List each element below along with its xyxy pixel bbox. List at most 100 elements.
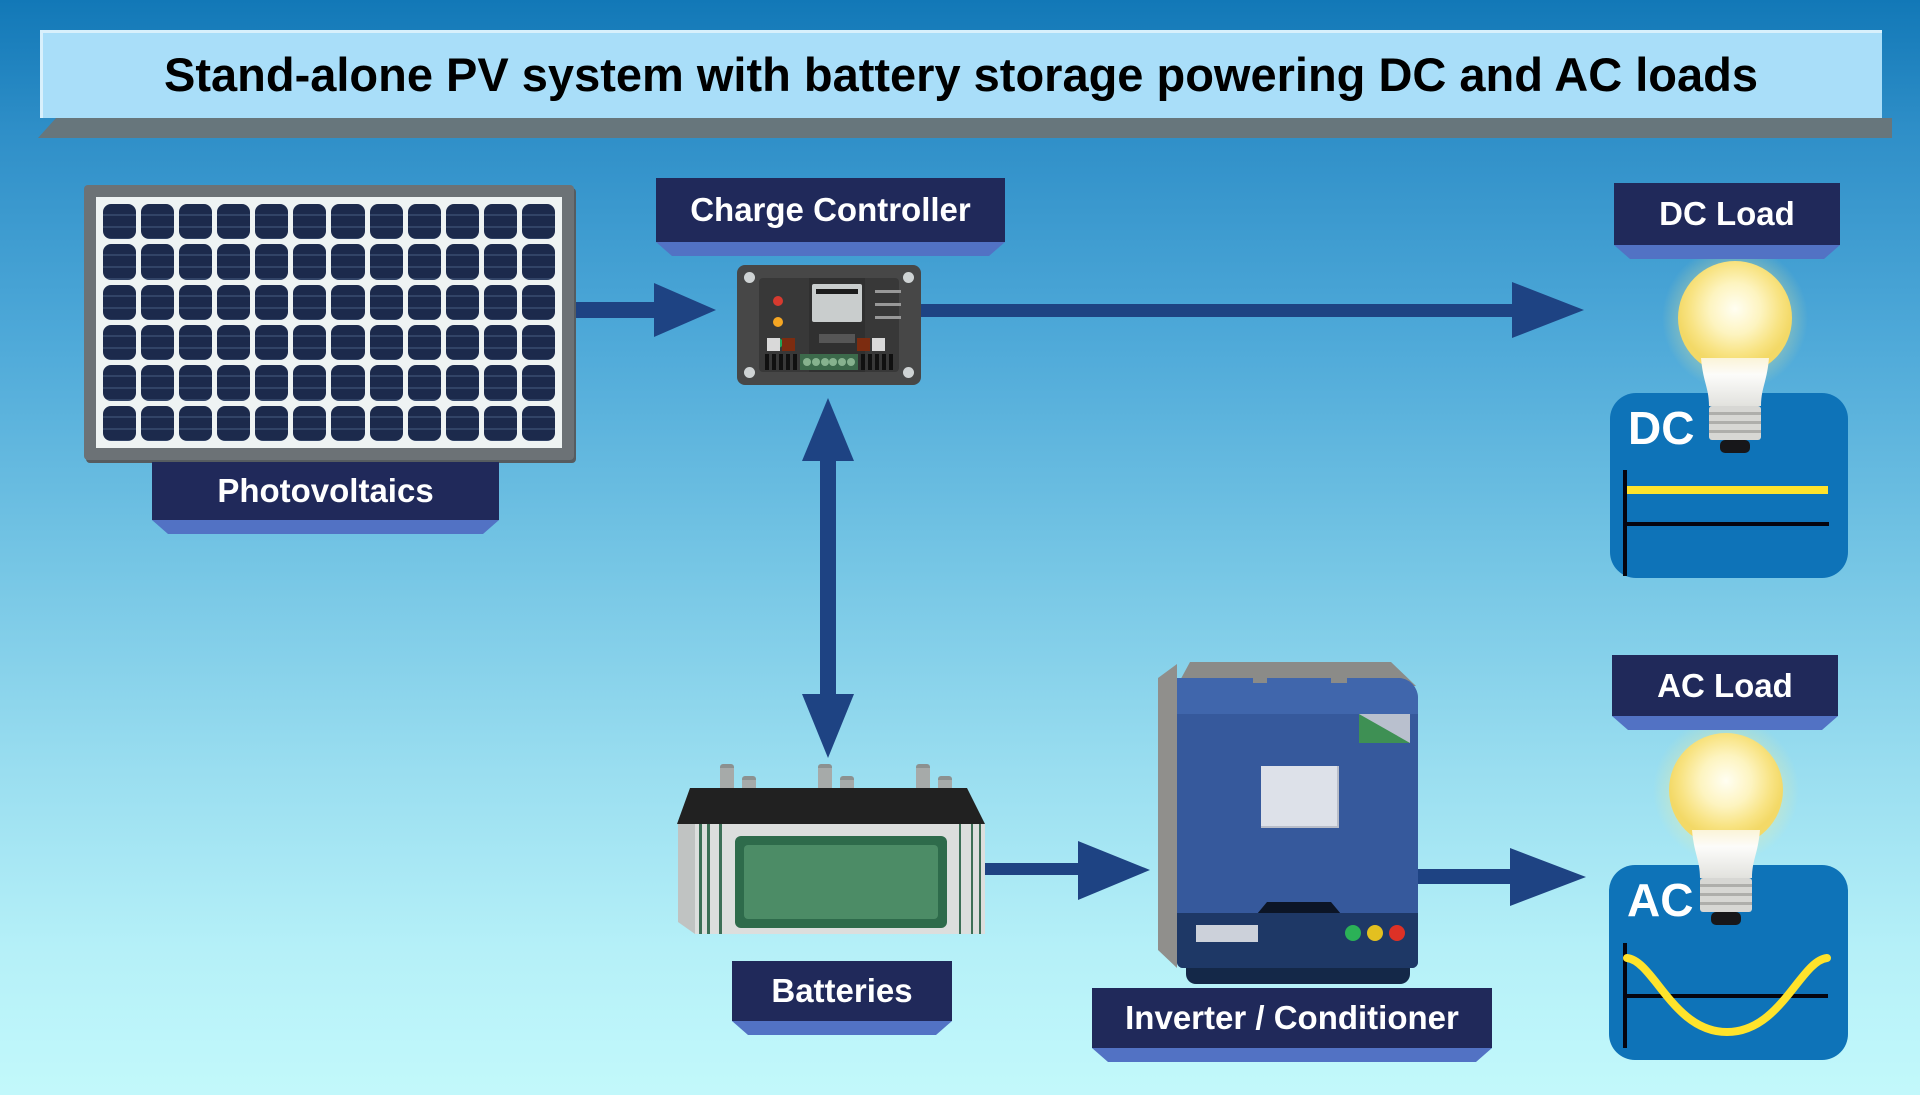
pv-cell: [141, 365, 175, 401]
pv-cell: [255, 405, 289, 441]
pv-cell: [407, 284, 441, 320]
pv-cell: [293, 284, 327, 320]
terminal-fin: [889, 354, 893, 370]
pv-cell: [103, 204, 137, 240]
lcd-text-line: [816, 289, 858, 294]
terminal-screw: [846, 358, 855, 366]
label-dc-load: DC Load: [1614, 183, 1840, 245]
controller-faceplate: [759, 278, 901, 372]
arrow-inverter-to-ac-load: [1416, 848, 1586, 906]
battery-lid: [677, 788, 985, 824]
inverter-icon: [1177, 675, 1418, 968]
pv-cell: [521, 204, 555, 240]
port-white: [767, 338, 780, 351]
terminal-block: [800, 354, 858, 370]
terminal-fin: [882, 354, 886, 370]
pv-cell: [141, 244, 175, 280]
pv-cell: [217, 244, 251, 280]
inverter-bottom-band: [1177, 913, 1418, 968]
battery-stripe: [978, 824, 981, 934]
dc-load-box: DC: [1610, 393, 1848, 578]
vent-line: [875, 316, 901, 319]
pv-cell: [445, 244, 479, 280]
battery-window: [735, 836, 947, 928]
pv-cell: [217, 405, 251, 441]
inverter-notch: [1331, 675, 1347, 683]
pv-cell: [521, 405, 555, 441]
pv-cell: [483, 324, 517, 361]
pv-cell: [179, 284, 213, 320]
pv-cell: [407, 405, 441, 441]
battery-stripe: [699, 824, 702, 934]
port-brown: [857, 338, 870, 351]
pv-cell: [217, 204, 251, 240]
inverter-logo-icon: [1359, 714, 1410, 743]
pv-cell: [369, 324, 403, 361]
pv-cell: [179, 365, 213, 401]
bottom-border: [0, 1095, 1920, 1103]
vent-line: [875, 303, 901, 306]
battery-icon: [695, 824, 985, 934]
pv-cell: [179, 204, 213, 240]
ac-waveform: [1623, 943, 1831, 1048]
led-green: [1345, 925, 1361, 941]
pv-cell: [255, 284, 289, 320]
pv-cell: [255, 365, 289, 401]
label-ac-load: AC Load: [1612, 655, 1838, 716]
terminal-fin: [861, 354, 865, 370]
pv-cell: [445, 324, 479, 361]
pv-cell: [331, 365, 365, 401]
controller-lcd-screen: [812, 284, 862, 322]
pv-cell: [255, 244, 289, 280]
pv-cell: [407, 204, 441, 240]
pv-cell: [331, 284, 365, 320]
terminal-screw: [803, 358, 812, 366]
terminal-screw: [811, 358, 820, 366]
pv-cell: [407, 244, 441, 280]
pv-cell: [445, 284, 479, 320]
pv-cell: [331, 324, 365, 361]
ac-light-bulb-icon: [1653, 717, 1799, 925]
pv-cell: [483, 284, 517, 320]
pv-cell: [521, 244, 555, 280]
battery-terminal-post: [916, 764, 930, 794]
pv-cell: [293, 244, 327, 280]
pv-cell: [103, 365, 137, 401]
battery-stripe: [719, 824, 722, 934]
pv-cell: [293, 365, 327, 401]
led-red: [773, 296, 783, 306]
pv-cell: [369, 284, 403, 320]
inverter-base: [1186, 966, 1410, 984]
screw-icon: [744, 367, 755, 378]
pv-cell: [521, 284, 555, 320]
terminal-screw: [820, 358, 829, 366]
pv-cell: [331, 204, 365, 240]
terminal-strip: [765, 354, 893, 370]
pv-cell: [293, 204, 327, 240]
pv-cell: [255, 324, 289, 361]
pv-cell: [293, 324, 327, 361]
led-orange: [773, 317, 783, 327]
pv-cell: [103, 244, 137, 280]
solar-panel-icon: [84, 185, 574, 460]
pv-cell: [179, 244, 213, 280]
battery-stripe: [958, 824, 961, 934]
pv-cell: [521, 365, 555, 401]
pv-cell: [483, 244, 517, 280]
vent-line: [875, 290, 901, 293]
led-yellow: [1367, 925, 1383, 941]
terminal-screw: [829, 358, 838, 366]
terminal-fin: [786, 354, 790, 370]
pv-cell: [483, 365, 517, 401]
pv-cell: [103, 324, 137, 361]
inverter-slot: [1257, 902, 1341, 914]
dc-box-text: DC: [1628, 402, 1695, 454]
battery-window-inner: [744, 845, 938, 919]
page-title: Stand-alone PV system with battery stora…: [40, 30, 1882, 118]
pv-cell: [445, 204, 479, 240]
pv-cell: [369, 365, 403, 401]
port-brown: [782, 338, 795, 351]
pv-cell: [369, 244, 403, 280]
pv-cell: [141, 204, 175, 240]
label-photovoltaics: Photovoltaics: [152, 462, 499, 520]
